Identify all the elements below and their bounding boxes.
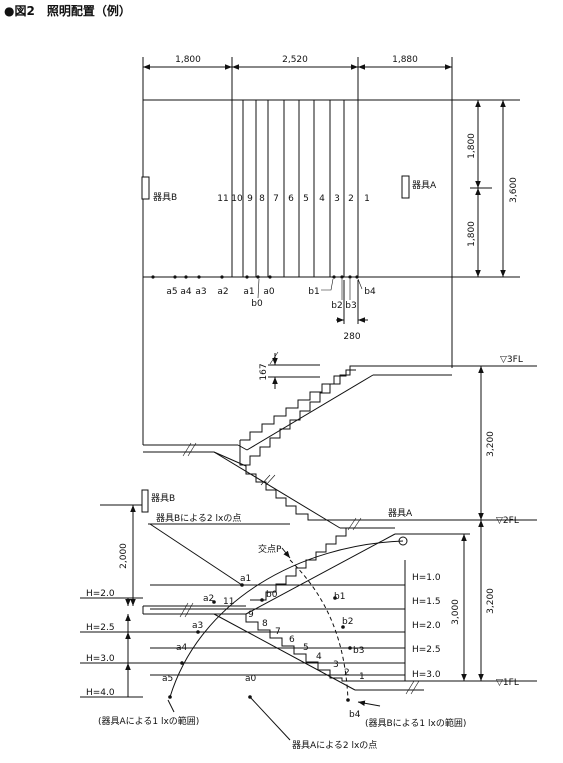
- tread-dim-167: 167: [259, 363, 269, 380]
- plan-point-b1: b1: [308, 287, 319, 297]
- plan-dim-top-3: 1,880: [392, 55, 418, 65]
- h-right-1-5: H=1.5: [412, 597, 441, 607]
- section-step-8: 8: [262, 619, 268, 629]
- plan-dim-right-1: 1,800: [467, 133, 477, 159]
- plan-point-b2: b2: [331, 301, 342, 311]
- note-b-2lx: 器具Bによる2 lxの点: [156, 513, 241, 524]
- plan-point-a3: a3: [195, 287, 206, 297]
- section-step-9: 9: [248, 610, 254, 620]
- plan-point-b3: b3: [345, 301, 356, 311]
- plan-dim-right-3: 3,600: [509, 177, 519, 203]
- plan-tread-lines: [231, 100, 359, 277]
- h-left-4-0: H=4.0: [86, 688, 115, 698]
- section-fixture-b-label: 器具B: [151, 493, 175, 504]
- section-point-a0: a0: [245, 674, 257, 684]
- section-point-a1: a1: [240, 574, 251, 584]
- h-right-2-5: H=2.5: [412, 645, 441, 655]
- plan-step-2: 2: [348, 194, 354, 204]
- fixture-a-height: 3,000: [451, 599, 461, 625]
- floor-label-1fl: ▽1FL: [496, 678, 519, 688]
- plan-dim-top-2: 2,520: [282, 55, 308, 65]
- section-point-a3: a3: [192, 621, 203, 631]
- h-right-2-0: H=2.0: [412, 621, 441, 631]
- fixture-b-height: 2,000: [119, 543, 129, 569]
- plan-point-a0: a0: [263, 287, 275, 297]
- section-step-4: 4: [316, 652, 322, 662]
- middle-flight-soffit: [213, 451, 341, 529]
- floor-label-2fl: ▽2FL: [496, 516, 519, 526]
- plan-step-10: 10: [231, 194, 243, 204]
- section-step-3: 3: [333, 660, 339, 670]
- section-point-b1: b1: [334, 592, 345, 602]
- fixture-b-1lx-arc: [289, 559, 349, 701]
- plan-view: 1,800 2,520 1,880 11 10 9 8 7 6 5 4 3: [141, 55, 520, 342]
- section-point-b4: b4: [349, 710, 361, 720]
- plan-fixture-b: [141, 176, 150, 200]
- plan-point-b4: b4: [364, 287, 376, 297]
- bottom-flight-soffit: [213, 613, 356, 691]
- plan-point-a2: a2: [217, 287, 228, 297]
- plan-step-5: 5: [303, 194, 309, 204]
- h-right-3-0: H=3.0: [412, 670, 441, 680]
- figure-title: ●図2 照明配置（例）: [4, 4, 131, 18]
- plan-step-4: 4: [319, 194, 325, 204]
- floor-label-3fl: ▽3FL: [500, 355, 523, 365]
- section-step-2: 2: [344, 668, 350, 678]
- plan-point-a1: a1: [243, 287, 254, 297]
- plan-step-6: 6: [288, 194, 294, 204]
- plan-dim-right-2: 1,800: [467, 221, 477, 247]
- bottom-upper-flight: [250, 527, 356, 601]
- section-point-a2: a2: [203, 594, 214, 604]
- h-left-3-0: H=3.0: [86, 654, 115, 664]
- plan-point-a5: a5: [166, 287, 177, 297]
- plan-dim-280: 280: [343, 332, 360, 342]
- h-right-1-0: H=1.0: [412, 573, 441, 583]
- plan-step-7: 7: [273, 194, 279, 204]
- section-point-b0: b0: [266, 590, 278, 600]
- note-a-1lx: (器具Aによる1 lxの範囲): [98, 715, 199, 727]
- plan-step-9: 9: [247, 194, 253, 204]
- plan-fixture-b-label: 器具B: [153, 192, 177, 203]
- plan-fixture-a-label: 器具A: [412, 180, 437, 191]
- section-fixture-b: [141, 489, 149, 513]
- plan-point-b0: b0: [251, 299, 263, 309]
- plan-point-a4: a4: [180, 287, 192, 297]
- section-point-a4: a4: [176, 643, 188, 653]
- upper-flight-steps: [239, 365, 360, 466]
- plan-fixture-a: [401, 175, 410, 199]
- section-point-a5: a5: [162, 674, 173, 684]
- plan-step-8: 8: [259, 194, 265, 204]
- plan-step-3: 3: [334, 194, 340, 204]
- section-point-b2: b2: [342, 617, 353, 627]
- h-left-2-0: H=2.0: [86, 589, 115, 599]
- section-step-1: 1: [359, 672, 365, 682]
- h-left-2-5: H=2.5: [86, 623, 115, 633]
- floor-height-lower: 3,200: [486, 588, 496, 614]
- plan-step-11: 11: [217, 194, 228, 204]
- note-b-1lx: (器具Bによる1 lxの範囲): [365, 717, 466, 729]
- section-point-b3: b3: [353, 646, 364, 656]
- middle-flight-steps: [213, 451, 360, 521]
- section-step-6: 6: [289, 635, 295, 645]
- note-a-2lx: 器具Aによる2 lxの点: [292, 740, 377, 751]
- section-view: ▽3FL ▽2FL ▽1FL 3,200 3,200 3,000 2,000 1…: [80, 351, 537, 751]
- upper-flight-soffit: [246, 374, 374, 451]
- section-step-11: 11: [223, 597, 234, 607]
- floor-height-upper: 3,200: [486, 431, 496, 457]
- intersection-p: 交点P: [258, 543, 282, 555]
- section-fixture-a-label: 器具A: [388, 508, 413, 519]
- section-points: [168, 583, 352, 702]
- plan-points: [151, 275, 359, 279]
- plan-dim-top-1: 1,800: [175, 55, 201, 65]
- plan-step-1: 1: [364, 194, 370, 204]
- fixture-a-1lx-arc: [169, 540, 404, 698]
